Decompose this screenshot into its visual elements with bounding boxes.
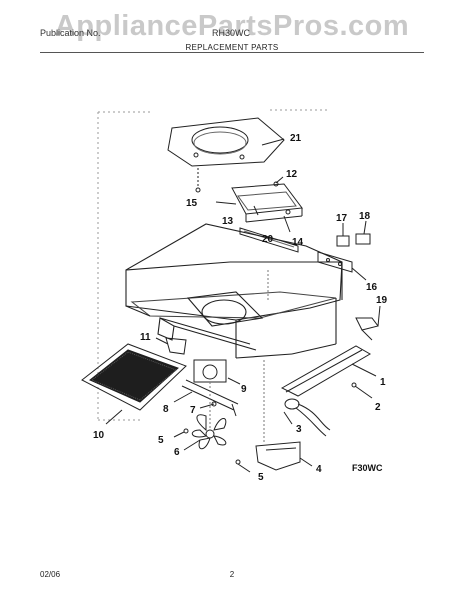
callout-1: 1 (380, 377, 386, 388)
section-title: REPLACEMENT PARTS (185, 43, 279, 52)
page-number: 2 (229, 570, 235, 579)
callout-21: 21 (290, 133, 302, 144)
fan-blade (191, 414, 227, 450)
screw-lower-left (183, 428, 189, 434)
lens-rail (280, 345, 371, 397)
callout-16: 16 (366, 282, 378, 293)
motor-bracket (181, 359, 239, 417)
watermark-text: AppliancePartsPros.com (54, 10, 410, 42)
top-damper-plate (167, 117, 285, 167)
publication-label: Publication No. (40, 28, 101, 38)
callout-10: 10 (93, 430, 105, 441)
callout-7: 7 (190, 405, 196, 416)
guide-lines (209, 270, 269, 444)
leader-21 (261, 138, 285, 146)
damper-bracket (231, 181, 303, 223)
fan-switch (355, 220, 371, 245)
light-switch (336, 223, 350, 247)
grease-filter (81, 343, 187, 411)
callout-17: 17 (336, 213, 348, 224)
callout-11: 11 (140, 332, 151, 343)
model-label: RH30WC (212, 28, 251, 38)
light-socket (355, 305, 381, 341)
callout-12: 12 (286, 169, 298, 180)
screw-lower-right (235, 459, 241, 465)
callout-3: 3 (296, 424, 302, 435)
callout-20: 20 (262, 234, 274, 245)
motor-cord (284, 398, 331, 437)
dashed-frame (97, 109, 330, 421)
model-code: F30WC (352, 463, 383, 473)
callout-14: 14 (292, 237, 304, 248)
callout-2: 2 (375, 402, 381, 413)
callout-15: 15 (186, 198, 198, 209)
callout-4: 4 (316, 464, 322, 475)
left-bracket (165, 337, 187, 355)
callout-18: 18 (359, 211, 371, 222)
duct-collar (255, 441, 301, 471)
header-rule (40, 52, 424, 53)
callout-9: 9 (241, 384, 247, 395)
screw-top (195, 187, 201, 193)
callout-19: 19 (376, 295, 388, 306)
hood-body (125, 223, 343, 359)
callout-5-left: 5 (158, 435, 164, 446)
callout-6: 6 (174, 447, 180, 458)
callout-5-right: 5 (258, 472, 264, 483)
callout-13: 13 (222, 216, 234, 227)
footer-date: 02/06 (40, 570, 61, 579)
callout-8: 8 (163, 404, 169, 415)
